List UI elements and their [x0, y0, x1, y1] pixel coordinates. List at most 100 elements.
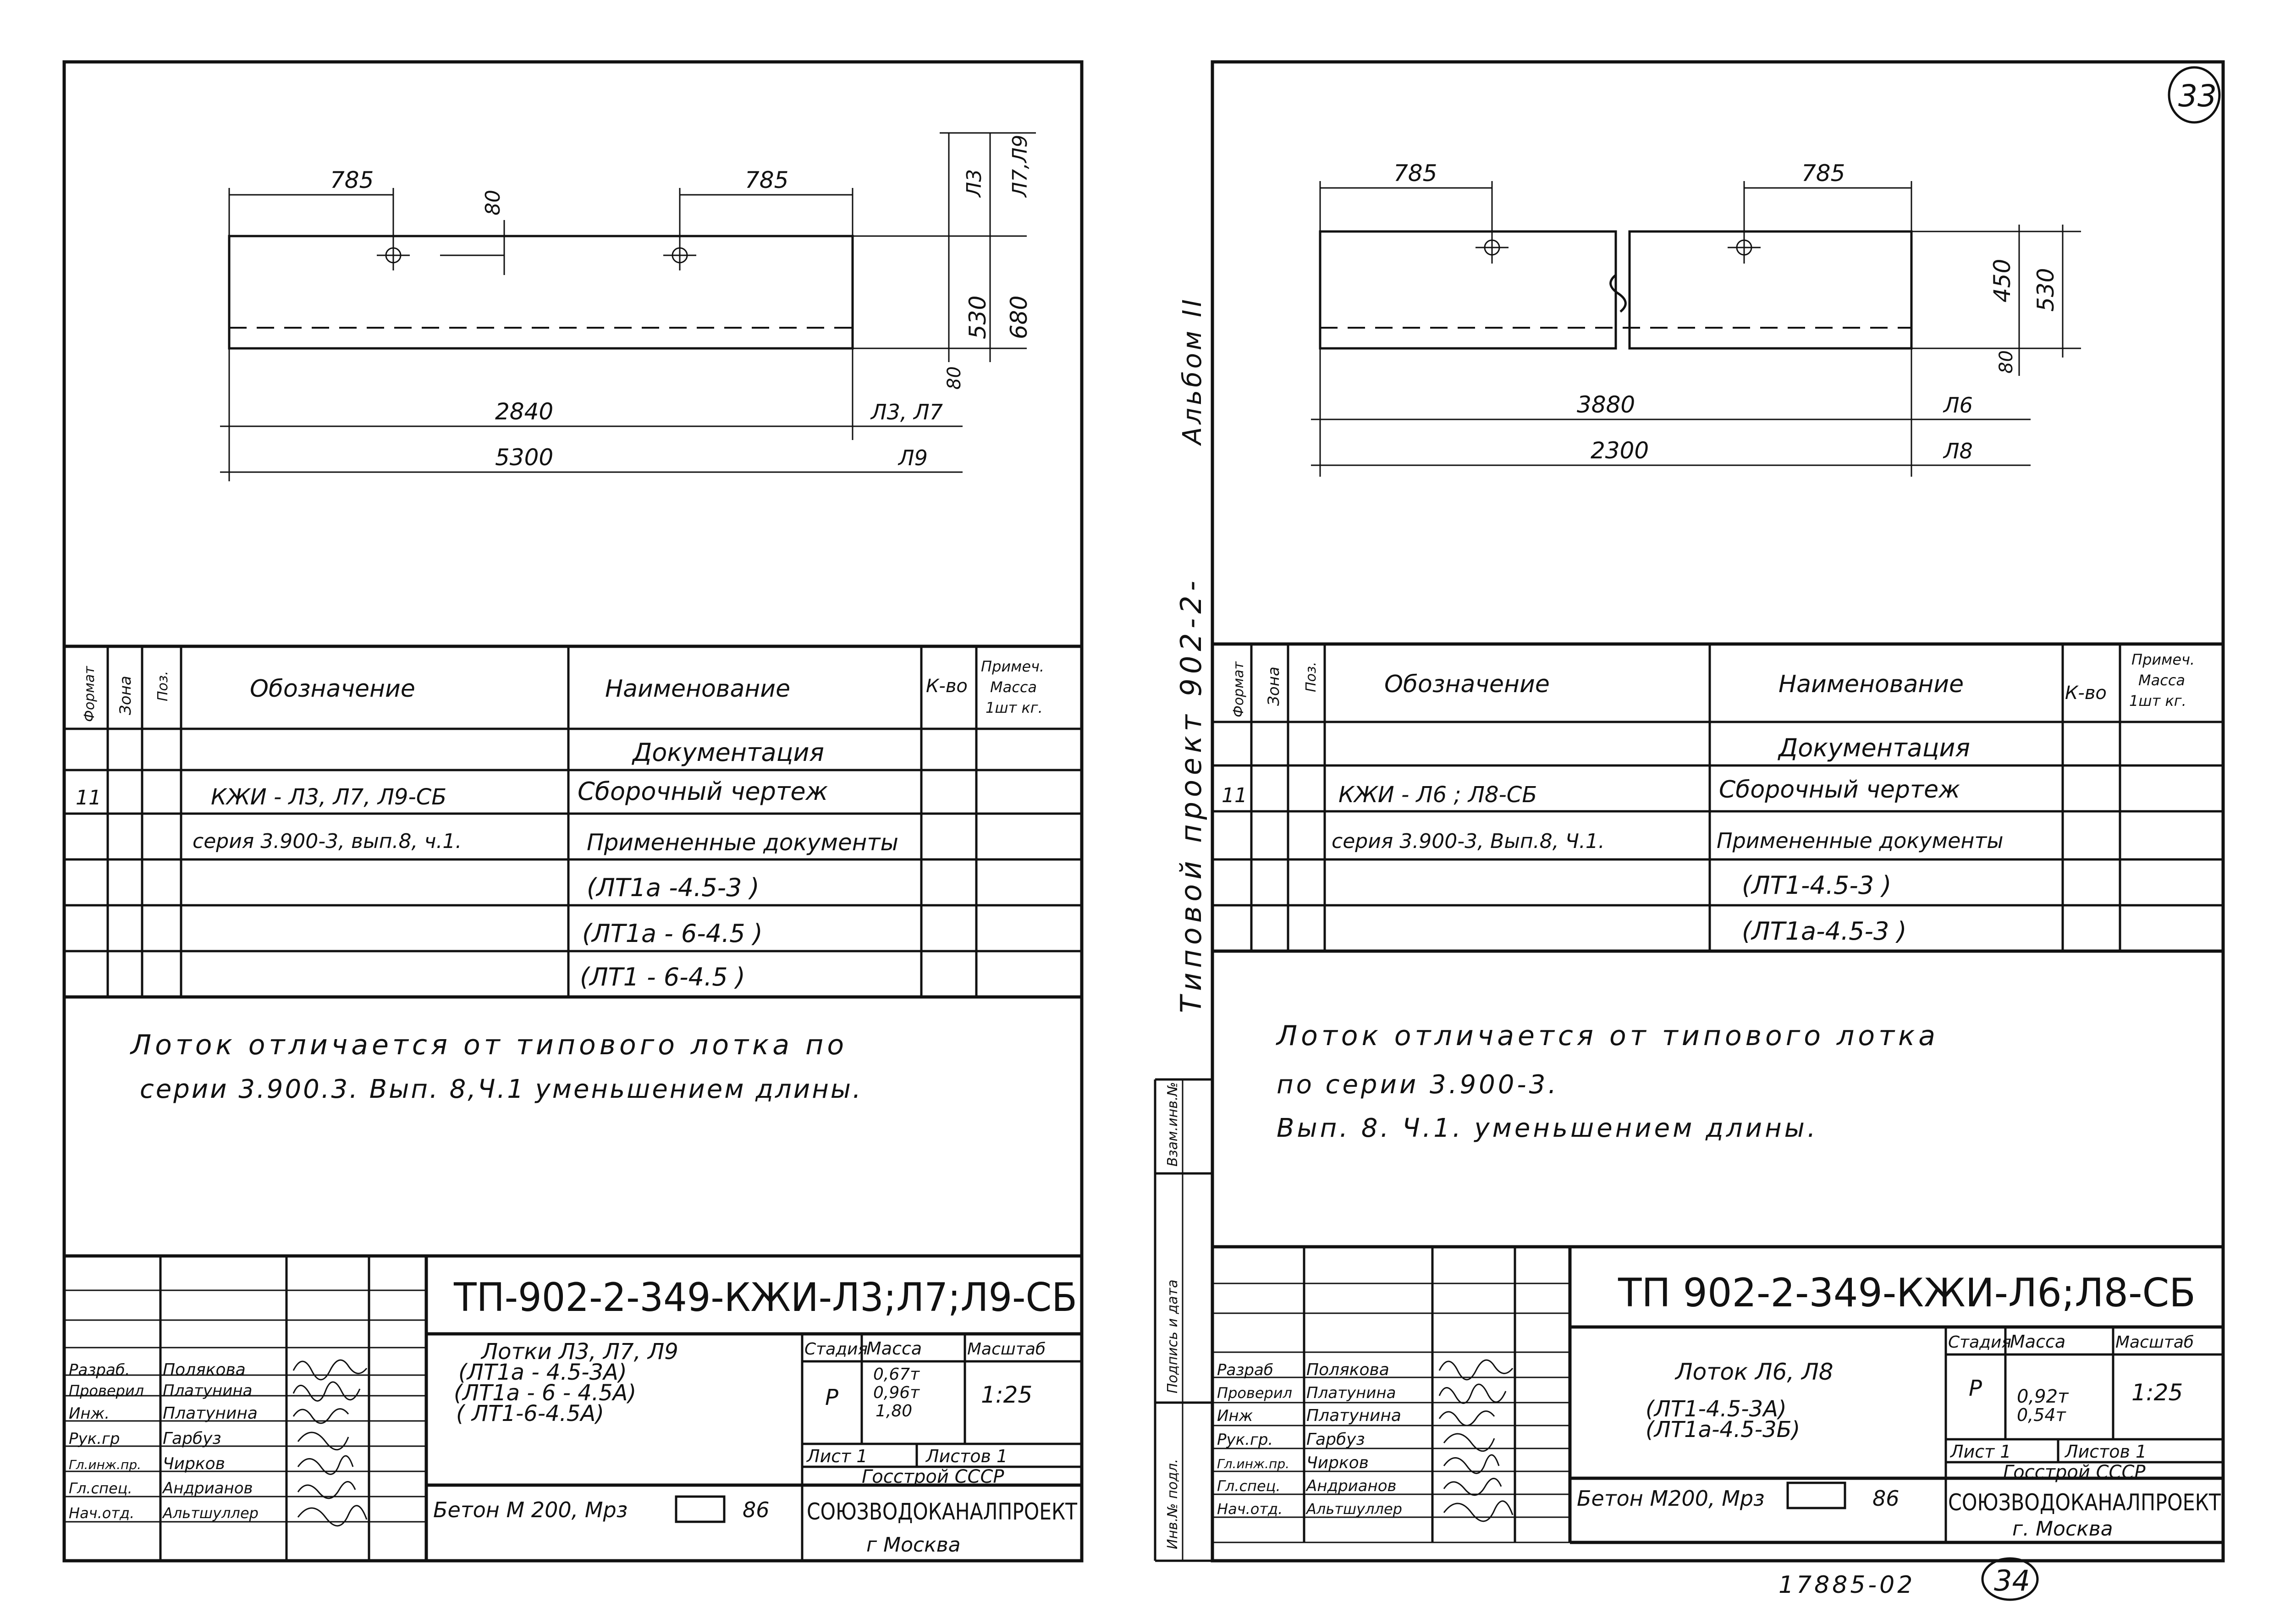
left-hdr-prim-2: Масса [990, 678, 1037, 696]
left-massa-2: 1,80 [875, 1402, 912, 1420]
right-name-6: Альтшуллер [1305, 1500, 1402, 1518]
right-name-5: Андрианов [1305, 1477, 1397, 1495]
left-listov: Листов 1 [925, 1446, 1008, 1466]
left-stadia: Р [825, 1385, 838, 1410]
left-frost-box [675, 1495, 726, 1523]
right-row-oboz-1: КЖИ - Л6 ; Л8-СБ [1338, 782, 1537, 808]
right-masshtab-label: Масштаб [2115, 1333, 2194, 1352]
right-name-2: Платунина [1306, 1406, 1401, 1425]
right-dim-h2: 530 [2032, 268, 2059, 312]
right-spec-table [1212, 642, 2223, 953]
side-project-label: Типовой проект 902-2- [1174, 576, 1208, 1013]
left-massa-0: 0,67т [873, 1365, 920, 1384]
right-material-val: 86 [1872, 1486, 1900, 1511]
left-org-1: Госстрой СССР [862, 1466, 1004, 1487]
right-listov: Листов 1 [2064, 1442, 2147, 1462]
left-row-naim-4: (ЛТ1а - 6-4.5 ) [582, 919, 763, 948]
left-row-naim-3: (ЛТ1а -4.5-3 ) [587, 873, 760, 902]
left-title-2: (ЛТ1а - 6 - 4.5А) [454, 1380, 636, 1406]
right-dim-len2: 2300 [1591, 437, 1649, 464]
right-hdr-kol: К-во [2065, 683, 2107, 704]
left-hdr-naim: Наименование [605, 675, 790, 703]
left-role-3: Рук.гр [69, 1430, 120, 1448]
left-signatures [292, 1359, 368, 1527]
right-tray-left-part [1319, 230, 1617, 350]
right-name-4: Чирков [1306, 1453, 1369, 1472]
left-tray-outline [228, 235, 854, 350]
left-dim-h-bottom: 80 [944, 366, 965, 390]
left-frame [62, 60, 1084, 1563]
left-title-3: ( ЛТ1-6-4.5А) [456, 1401, 604, 1426]
right-hdr-format: Формат [1231, 661, 1247, 717]
right-org-2: СОЮЗВОДОКАНАЛПРОЕКТ [1948, 1489, 2221, 1516]
right-name-0: Полякова [1306, 1360, 1389, 1379]
left-role-2: Инж. [69, 1404, 110, 1423]
right-dim-len1: 3880 [1577, 391, 1635, 418]
right-role-6: Нач.отд. [1217, 1500, 1283, 1518]
right-title-2: (ЛТ1а-4.5-3Б) [1646, 1417, 1800, 1442]
left-org-3: г Москва [866, 1533, 961, 1557]
page-number-circle [2168, 66, 2221, 124]
right-dim-h1: 450 [1989, 259, 2015, 303]
left-hdr-format: Формат [82, 666, 98, 722]
left-role-6: Нач.отд. [69, 1504, 134, 1522]
left-dim-top-left: 785 [330, 167, 374, 193]
left-row-oboz-1: КЖИ - Л3, Л7, Л9-СБ [211, 784, 446, 810]
right-massa-1: 0,54т [2017, 1405, 2067, 1425]
right-masshtab: 1:25 [2131, 1379, 2183, 1406]
left-doc-code: ТП-902-2-349-КЖИ-Л3;Л7;Л9-СБ [453, 1275, 1077, 1321]
right-row-naim-1: Сборочный чертеж [1719, 776, 1960, 804]
left-dim-h2: 680 [1006, 296, 1032, 339]
right-dim-h-bottom: 80 [1996, 350, 2017, 374]
right-hdr-poz: Поз. [1303, 662, 1319, 692]
left-hdr-oboz: Обозначение [250, 675, 415, 703]
left-hole-1 [377, 243, 410, 270]
left-hdr-kol: К-во [926, 676, 968, 697]
bottom-page-circle [1981, 1557, 2039, 1601]
right-role-0: Разраб [1217, 1361, 1273, 1379]
right-row-naim-2: Примененные документы [1717, 828, 2004, 853]
right-role-5: Гл.спец. [1217, 1477, 1281, 1495]
left-role-1: Проверил [69, 1382, 144, 1399]
right-massa-0: 0,92т [2017, 1386, 2069, 1407]
left-hdr-prim-3: 1шт кг. [986, 699, 1043, 716]
right-org-3: г. Москва [2012, 1517, 2113, 1541]
right-doc-code: ТП 902-2-349-КЖИ-Л6;Л8-СБ [1618, 1270, 2196, 1316]
side-stamp-inv: Инв.№ подл. [1165, 1459, 1181, 1549]
left-dim-len2-label: Л9 [897, 446, 928, 470]
left-sheet [62, 60, 1084, 1563]
right-dim-top-right: 785 [1801, 160, 1845, 187]
right-row-naim-4: (ЛТ1а-4.5-3 ) [1742, 917, 1907, 946]
left-stadia-label: Стадия [804, 1340, 868, 1359]
right-row-naim-3: (ЛТ1-4.5-3 ) [1742, 871, 1891, 900]
left-name-3: Гарбуз [163, 1429, 221, 1448]
right-name-3: Гарбуз [1306, 1430, 1365, 1449]
left-role-4: Гл.инж.пр. [69, 1457, 141, 1472]
left-massa-label: Масса [866, 1338, 922, 1359]
left-org-2: СОЮЗВОДОКАНАЛПРОЕКТ [807, 1498, 1078, 1525]
left-label-l7l9: Л7,Л9 [1008, 135, 1032, 198]
left-hdr-prim-1: Примеч. [981, 658, 1044, 675]
right-note-line-1: Лоток отличается от типового лотка [1276, 1020, 1939, 1052]
left-name-6: Альтшуллер [162, 1504, 259, 1522]
right-title-block [1212, 1245, 2223, 1544]
left-spec-table [64, 644, 1082, 999]
left-role-0: Разраб. [69, 1361, 130, 1379]
left-masshtab-label: Масштаб [967, 1340, 1046, 1359]
archive-number: 17885-02 [1778, 1571, 1915, 1599]
left-dim-len2: 5300 [495, 444, 553, 471]
left-row-naim-5: (ЛТ1 - 6-4.5 ) [580, 963, 745, 991]
right-sheet [1154, 60, 2225, 1601]
left-name-2: Платунина [163, 1404, 258, 1423]
right-hole-2 [1728, 234, 1761, 264]
left-name-1: Платунина [163, 1382, 252, 1400]
right-title-1: (ЛТ1-4.5-3А) [1646, 1396, 1787, 1422]
right-row-oboz-2: серия 3.900-3, Вып.8, Ч.1. [1332, 830, 1605, 853]
right-dim-len2-label: Л8 [1943, 439, 1973, 463]
right-hole-1 [1476, 234, 1509, 264]
left-label-l3: Л3 [963, 169, 986, 198]
left-hdr-zona: Зона [116, 676, 135, 715]
right-role-2: Инж [1217, 1407, 1253, 1425]
left-note-line-2: серии 3.900.3. Вып. 8,Ч.1 уменьшением дл… [140, 1074, 863, 1104]
